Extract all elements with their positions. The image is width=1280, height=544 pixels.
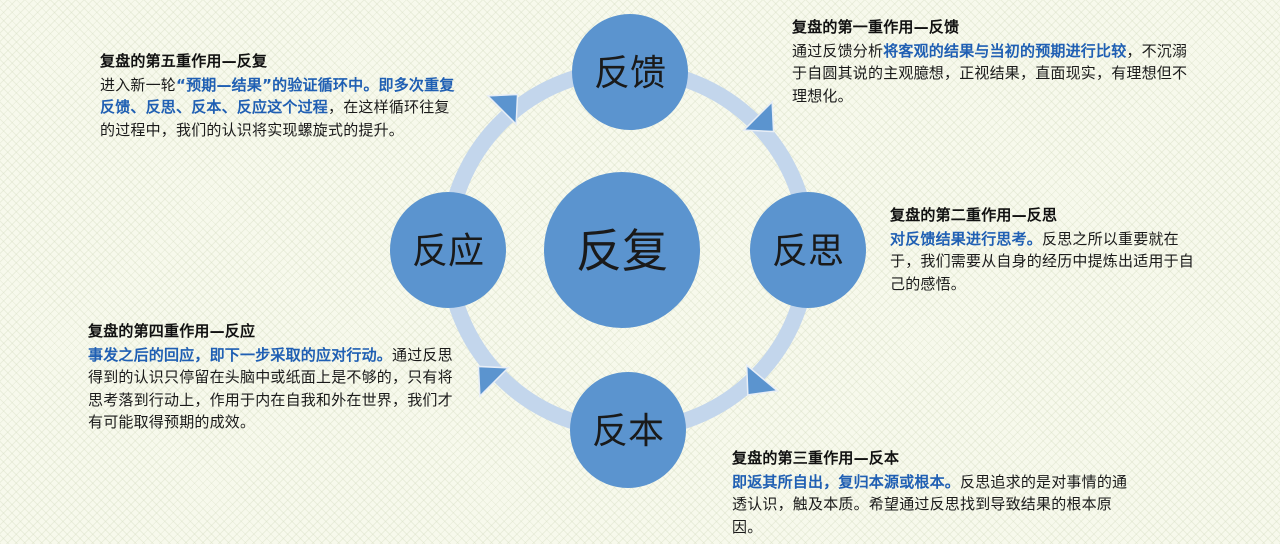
node-top-circle	[572, 14, 688, 130]
note-second-body: 对反馈结果进行思考。反思之所以重要就在于，我们需要从自身的经历中提炼出适用于自己…	[890, 228, 1200, 296]
note-first-body: 通过反馈分析将客观的结果与当初的预期进行比较，不沉溺于自圆其说的主观臆想，正视结…	[792, 40, 1202, 108]
note-fourth-title: 复盘的第四重作用—反应	[88, 322, 256, 340]
node-left-label: 反应	[412, 231, 484, 272]
node-right-label: 反思	[772, 231, 844, 272]
note-third-title: 复盘的第三重作用—反本	[732, 449, 900, 467]
note-fourth: 复盘的第四重作用—反应 事发之后的回应，即下一步采取的应对行动。通过反思得到的认…	[88, 320, 458, 434]
note-second-text-1: 反思之所以重要就在于，我们需要从自身的经历中提炼出适用于自己的感悟。	[890, 229, 1195, 293]
note-fifth-title: 复盘的第五重作用—反复	[100, 52, 268, 70]
node-right-circle	[750, 192, 866, 308]
note-second-title: 复盘的第二重作用—反思	[890, 206, 1058, 224]
center-label: 反复	[576, 224, 668, 278]
note-fourth-text-1: 通过反思得到的认识只停留在头脑中或纸面上是不够的，只有将思考落到行动上，作用于内…	[88, 345, 453, 432]
center-circle	[544, 172, 700, 328]
note-first-title: 复盘的第一重作用—反馈	[792, 18, 960, 36]
note-fifth-highlight: “预期—结果”的验证循环中。即多次重复反馈、反思、反本、反应这个过程	[100, 75, 455, 117]
note-third: 复盘的第三重作用—反本 即返其所自出，复归本源或根本。反思追求的是对事情的通透认…	[732, 447, 1132, 538]
note-third-text-1: 反思追求的是对事情的通透认识，触及本质。希望通过反思找到导致结果的根本原因。	[732, 472, 1128, 536]
note-fourth-body: 事发之后的回应，即下一步采取的应对行动。通过反思得到的认识只停留在头脑中或纸面上…	[88, 344, 458, 434]
note-first-text-2: ，不沉溺于自圆其说的主观臆想，正视结果，直面现实，有理想但不理想化。	[792, 41, 1188, 105]
note-fourth-highlight: 事发之后的回应，即下一步采取的应对行动。	[88, 345, 393, 364]
note-third-highlight: 即返其所自出，复归本源或根本。	[732, 472, 961, 491]
arrow-bottom-right	[745, 363, 780, 396]
note-first: 复盘的第一重作用—反馈 通过反馈分析将客观的结果与当初的预期进行比较，不沉溺于自…	[792, 16, 1202, 107]
node-left-circle	[390, 192, 506, 308]
arrow-top-right	[742, 100, 775, 133]
note-first-text-1: 通过反馈分析	[792, 41, 884, 60]
node-bottom-circle	[570, 372, 686, 488]
node-bottom-label: 反本	[592, 411, 664, 452]
note-fifth-body: 进入新一轮“预期—结果”的验证循环中。即多次重复反馈、反思、反本、反应这个过程，…	[100, 74, 460, 142]
note-fifth: 复盘的第五重作用—反复 进入新一轮“预期—结果”的验证循环中。即多次重复反馈、反…	[100, 50, 460, 141]
note-first-highlight: 将客观的结果与当初的预期进行比较	[883, 41, 1127, 60]
note-fifth-text-1: 进入新一轮	[100, 75, 177, 94]
note-second-highlight: 对反馈结果进行思考。	[890, 229, 1043, 248]
note-third-body: 即返其所自出，复归本源或根本。反思追求的是对事情的通透认识，触及本质。希望通过反…	[732, 471, 1132, 539]
note-second: 复盘的第二重作用—反思 对反馈结果进行思考。反思之所以重要就在于，我们需要从自身…	[890, 204, 1200, 295]
arrow-bottom-left	[477, 365, 510, 398]
note-fifth-text-2: ，在这样循环往复的过程中，我们的认识将实现螺旋式的提升。	[100, 98, 450, 139]
node-top-label: 反馈	[594, 53, 666, 94]
arrow-top-left	[486, 93, 519, 126]
